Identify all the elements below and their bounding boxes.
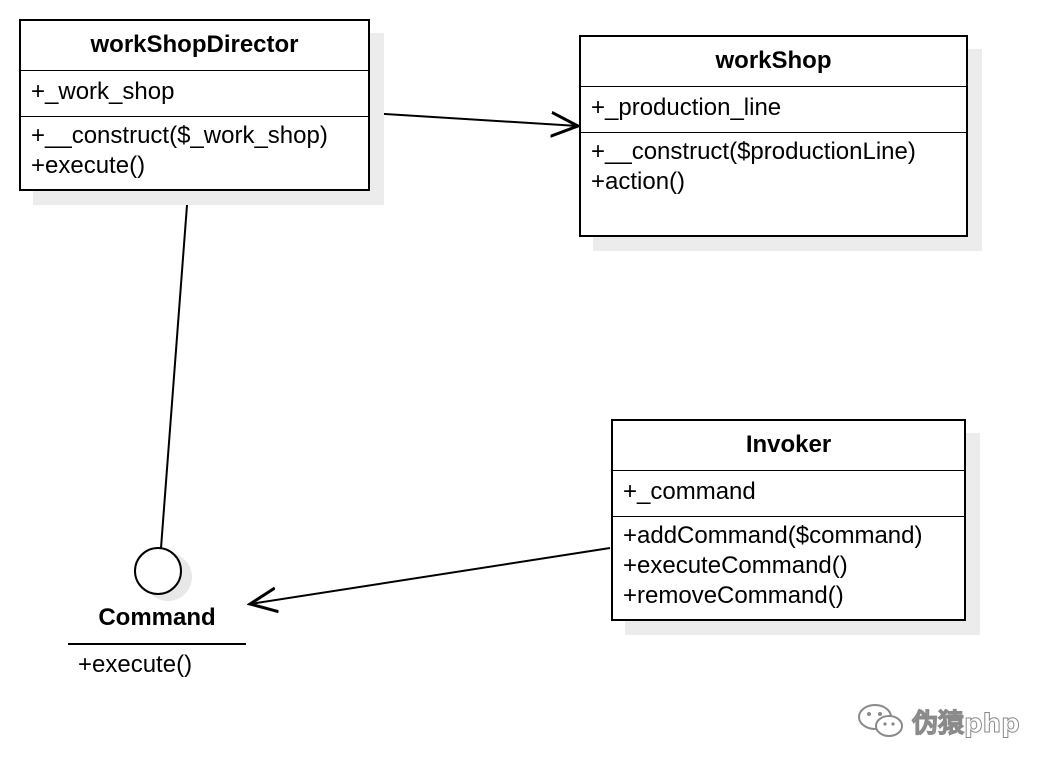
association-director-workshop	[368, 113, 578, 126]
interface-method-execute: +execute()	[78, 651, 193, 678]
attribute-command: +_command	[623, 478, 756, 505]
class-methods: +addCommand($command) +executeCommand() …	[613, 517, 964, 611]
class-name: Invoker	[613, 421, 964, 471]
method-add-command: +addCommand($command)	[623, 522, 923, 549]
class-workshopdirector[interactable]: workShopDirector +_work_shop +__construc…	[19, 19, 370, 191]
interface-circle-icon	[134, 547, 182, 595]
interface-name[interactable]: Command	[98, 604, 216, 631]
class-attributes: +_work_shop	[21, 71, 368, 117]
class-methods: +__construct($_work_shop) +execute()	[21, 117, 368, 181]
class-name: workShop	[581, 37, 966, 87]
method-construct: +__construct($productionLine)	[591, 138, 916, 165]
method-remove-command: +removeCommand()	[623, 582, 844, 609]
method-construct: +__construct($_work_shop)	[31, 122, 328, 149]
interface-divider	[68, 643, 246, 645]
association-invoker-command	[250, 547, 611, 604]
wechat-icon	[858, 704, 903, 737]
class-invoker[interactable]: Invoker +_command +addCommand($command) …	[611, 419, 966, 621]
watermark: 伪猿php	[856, 702, 1020, 740]
class-attributes: +_command	[613, 471, 964, 517]
method-action: +action()	[591, 168, 686, 195]
dependency-director-command	[160, 191, 189, 549]
class-workshop[interactable]: workShop +_production_line +__construct(…	[579, 35, 968, 237]
class-name: workShopDirector	[21, 21, 368, 71]
method-execute-command: +executeCommand()	[623, 552, 848, 579]
class-attributes: +_production_line	[581, 87, 966, 133]
method-execute: +execute()	[31, 152, 146, 179]
attribute-production-line: +_production_line	[591, 94, 782, 121]
watermark-text: 伪猿php	[912, 708, 1021, 739]
class-methods: +__construct($productionLine) +action()	[581, 133, 966, 197]
attribute-work-shop: +_work_shop	[31, 78, 175, 105]
